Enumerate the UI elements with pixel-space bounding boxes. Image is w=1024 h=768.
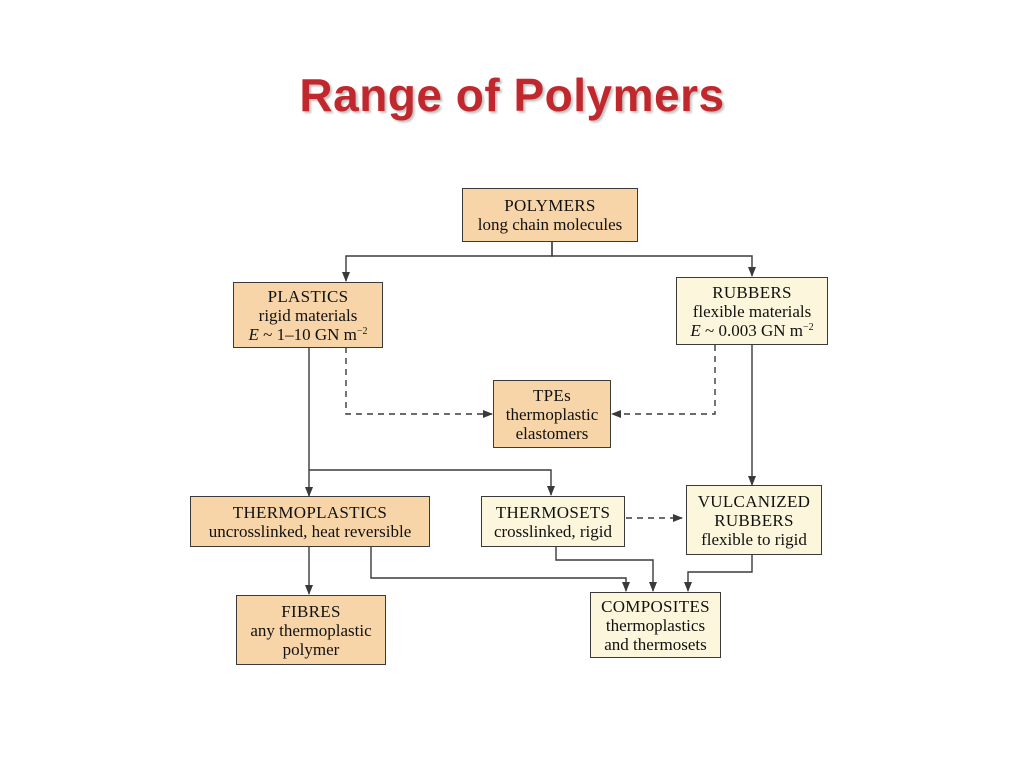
thermoplastics-node: THERMOPLASTICS uncrosslinked, heat rever… <box>190 496 430 547</box>
plastics-desc: rigid materials <box>258 305 358 325</box>
fibres-title: FIBRES <box>281 601 341 621</box>
thermoplastics-desc: uncrosslinked, heat reversible <box>208 521 412 541</box>
composites-desc-line1: thermoplastics <box>605 615 706 635</box>
rubbers-modulus: E ~ 0.003 GN m−2 <box>690 321 813 340</box>
arrow-thermosets-to-composites <box>555 547 657 592</box>
composites-title: COMPOSITES <box>601 596 710 616</box>
rubbers-modulus-symbol: E <box>690 320 701 340</box>
tpes-desc-line1: thermoplastic <box>505 404 599 424</box>
arrow-thermoplastics-to-composites <box>370 547 630 592</box>
rubbers-modulus-exponent: −2 <box>802 321 814 333</box>
plastics-node: PLASTICS rigid materials E ~ 1–10 GN m−2 <box>233 282 383 348</box>
arrow-plastics-to-tpes <box>345 347 493 418</box>
plastics-modulus: E ~ 1–10 GN m−2 <box>248 325 367 344</box>
fibres-desc-line1: any thermoplastic <box>250 620 372 640</box>
thermosets-node: THERMOSETS crosslinked, rigid <box>481 496 625 547</box>
rubbers-modulus-value: ~ 0.003 GN m <box>700 320 803 340</box>
rubbers-desc: flexible materials <box>692 301 812 321</box>
polymers-node: POLYMERS long chain molecules <box>462 188 638 242</box>
arrow-polymers-to-rubbers <box>551 242 756 277</box>
thermoplastics-title: THERMOPLASTICS <box>232 502 388 522</box>
slide-title: Range of Polymers <box>299 69 725 121</box>
tpes-node: TPEs thermoplastic elastomers <box>493 380 611 448</box>
vulcanized-rubbers-node: VULCANIZED RUBBERS flexible to rigid <box>686 485 822 555</box>
arrow-plastics-to-thermosets <box>309 469 555 496</box>
arrow-rubbers-to-tpes <box>611 345 716 418</box>
thermosets-title: THERMOSETS <box>495 502 611 522</box>
polymers-title: POLYMERS <box>504 196 596 215</box>
plastics-title: PLASTICS <box>267 286 349 306</box>
polymers-desc: long chain molecules <box>477 215 623 234</box>
vulcanized-desc: flexible to rigid <box>701 529 807 549</box>
plastics-modulus-exponent: −2 <box>356 325 368 337</box>
thermosets-desc: crosslinked, rigid <box>493 521 613 541</box>
rubbers-node: RUBBERS flexible materials E ~ 0.003 GN … <box>676 277 828 345</box>
tpes-desc-line2: elastomers <box>515 423 589 443</box>
composites-node: COMPOSITES thermoplastics and thermosets <box>590 592 721 658</box>
fibres-desc-line2: polymer <box>282 639 340 659</box>
plastics-modulus-value: ~ 1–10 GN m <box>258 324 357 344</box>
fibres-node: FIBRES any thermoplastic polymer <box>236 595 386 665</box>
vulcanized-title-line2: RUBBERS <box>714 510 794 530</box>
plastics-modulus-symbol: E <box>248 324 259 344</box>
tpes-title: TPEs <box>532 385 572 405</box>
arrow-vulcanized-to-composites <box>684 555 753 592</box>
arrow-polymers-to-plastics <box>342 242 553 282</box>
rubbers-title: RUBBERS <box>712 282 792 302</box>
composites-desc-line2: and thermosets <box>604 634 707 654</box>
vulcanized-title: VULCANIZED <box>697 491 811 511</box>
